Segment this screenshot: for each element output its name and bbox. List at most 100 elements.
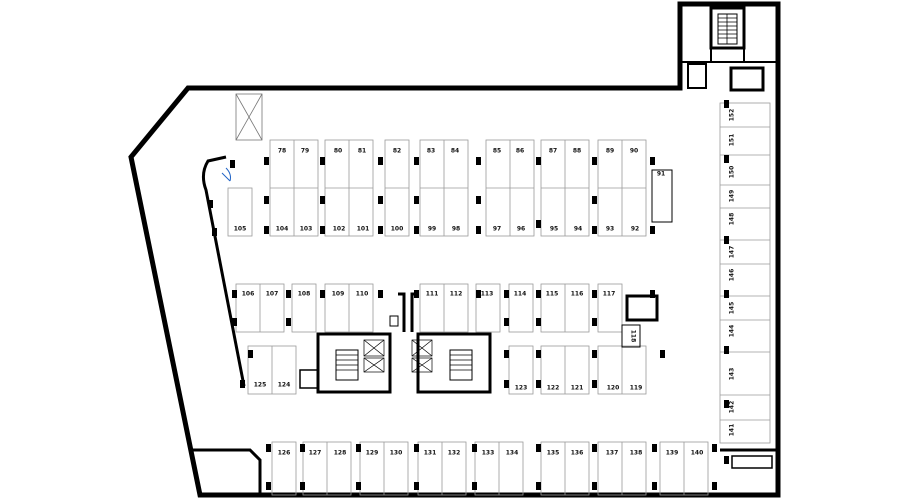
parking-spot-137: 137 bbox=[606, 450, 619, 457]
parking-spot-123: 123 bbox=[515, 385, 528, 392]
pillar bbox=[650, 226, 655, 234]
parking-spot-128: 128 bbox=[334, 450, 347, 457]
parking-spot-134: 134 bbox=[506, 450, 519, 457]
parking-spot-96: 96 bbox=[517, 226, 525, 233]
pillar bbox=[504, 380, 509, 388]
pillar bbox=[592, 226, 597, 234]
parking-spot-113: 113 bbox=[481, 291, 494, 298]
pillar bbox=[536, 290, 541, 298]
pillar bbox=[266, 482, 271, 490]
pillar bbox=[320, 157, 325, 165]
parking-spot-82: 82 bbox=[393, 148, 401, 155]
pillar bbox=[724, 400, 729, 408]
pillar bbox=[472, 444, 477, 452]
pillar bbox=[476, 226, 481, 234]
utility-rooms bbox=[192, 169, 778, 495]
parking-spot-132: 132 bbox=[448, 450, 461, 457]
parking-spot-110: 110 bbox=[356, 291, 369, 298]
stall-outline bbox=[291, 283, 317, 333]
pillar bbox=[592, 380, 597, 388]
parking-spot-131: 131 bbox=[424, 450, 437, 457]
parking-spot-79: 79 bbox=[301, 148, 309, 155]
parking-spot-147: 147 bbox=[729, 246, 736, 259]
pillar bbox=[414, 226, 419, 234]
door-swing-icon bbox=[221, 167, 231, 182]
parking-spot-138: 138 bbox=[630, 450, 643, 457]
pillar bbox=[286, 290, 291, 298]
pillar bbox=[592, 157, 597, 165]
stall-outline bbox=[508, 345, 534, 395]
pillar bbox=[286, 318, 291, 326]
pillar bbox=[536, 444, 541, 452]
pillar bbox=[266, 444, 271, 452]
parking-spot-89: 89 bbox=[606, 148, 614, 155]
parking-spot-126: 126 bbox=[278, 450, 291, 457]
parking-spot-86: 86 bbox=[516, 148, 524, 155]
parking-spot-100: 100 bbox=[391, 226, 404, 233]
parking-spot-116: 116 bbox=[571, 291, 584, 298]
pillar bbox=[724, 346, 729, 354]
parking-spot-142: 142 bbox=[729, 401, 736, 414]
parking-spot-83: 83 bbox=[427, 148, 435, 155]
parking-spot-109: 109 bbox=[332, 291, 345, 298]
parking-spot-149: 149 bbox=[729, 190, 736, 203]
pillar bbox=[660, 350, 665, 358]
parking-spot-99: 99 bbox=[428, 226, 436, 233]
pillar bbox=[248, 350, 253, 358]
parking-spot-90: 90 bbox=[630, 148, 638, 155]
outer-wall bbox=[128, 1, 781, 498]
parking-spot-151: 151 bbox=[729, 134, 736, 147]
parking-spot-148: 148 bbox=[729, 213, 736, 226]
parking-spot-141: 141 bbox=[729, 424, 736, 437]
pillar bbox=[536, 318, 541, 326]
parking-spot-133: 133 bbox=[482, 450, 495, 457]
pillar bbox=[414, 157, 419, 165]
parking-spot-107: 107 bbox=[266, 291, 279, 298]
pillar bbox=[476, 157, 481, 165]
parking-spot-91: 91 bbox=[657, 171, 665, 178]
pillar bbox=[536, 350, 541, 358]
stall-lines bbox=[227, 102, 771, 496]
pillar bbox=[652, 482, 657, 490]
pillar bbox=[504, 350, 509, 358]
stair-tower bbox=[680, 6, 778, 92]
parking-spot-78: 78 bbox=[278, 148, 286, 155]
parking-spot-97: 97 bbox=[493, 226, 501, 233]
parking-spot-152: 152 bbox=[729, 109, 736, 122]
stall-outline bbox=[475, 283, 501, 333]
pillar bbox=[320, 196, 325, 204]
parking-spot-125: 125 bbox=[254, 382, 267, 389]
pillar bbox=[300, 482, 305, 490]
pillars bbox=[208, 100, 729, 490]
pillar bbox=[724, 290, 729, 298]
pillar bbox=[652, 444, 657, 452]
parking-spot-135: 135 bbox=[547, 450, 560, 457]
vent-shaft bbox=[235, 93, 263, 141]
parking-spot-104: 104 bbox=[276, 226, 289, 233]
pillar bbox=[208, 200, 213, 208]
parking-spot-87: 87 bbox=[549, 148, 557, 155]
parking-spot-118: 118 bbox=[630, 330, 637, 343]
parking-spot-80: 80 bbox=[334, 148, 342, 155]
pillar bbox=[212, 228, 217, 236]
inner-ramp-wall bbox=[201, 155, 246, 387]
stall-outline bbox=[271, 441, 297, 496]
pillar bbox=[536, 482, 541, 490]
parking-spot-124: 124 bbox=[278, 382, 291, 389]
parking-spot-112: 112 bbox=[450, 291, 463, 298]
pillar bbox=[724, 456, 729, 464]
parking-spot-122: 122 bbox=[547, 385, 560, 392]
pillar bbox=[414, 290, 419, 298]
pillar bbox=[414, 482, 419, 490]
pillar bbox=[232, 290, 237, 298]
parking-spot-121: 121 bbox=[571, 385, 584, 392]
pillar bbox=[232, 318, 237, 326]
pillar bbox=[592, 196, 597, 204]
parking-spot-88: 88 bbox=[573, 148, 581, 155]
pillar bbox=[356, 444, 361, 452]
pillar bbox=[476, 290, 481, 298]
pillar bbox=[724, 100, 729, 108]
pillar bbox=[536, 220, 541, 228]
